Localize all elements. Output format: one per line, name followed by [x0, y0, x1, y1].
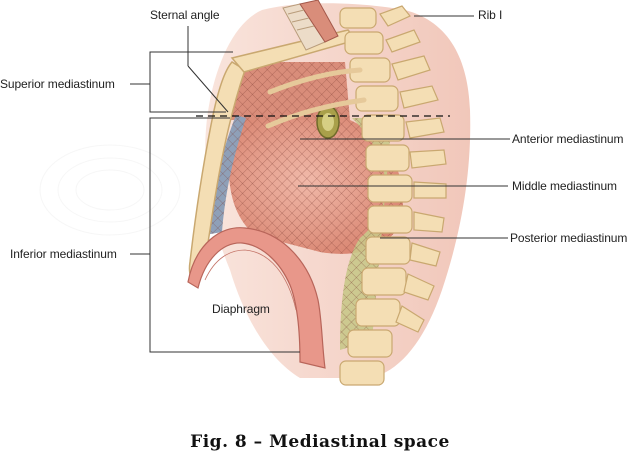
leader-lines [130, 15, 510, 255]
ribs [265, 67, 367, 129]
figure-caption: Fig. 8 – Mediastinal space [190, 432, 450, 452]
superior-mediastinum-label: Superior mediastinum [0, 77, 115, 91]
diaphragm-label: Diaphragm [212, 302, 270, 316]
inferior-mediastinum-bracket [149, 117, 300, 353]
diaphragm-muscle [187, 227, 326, 369]
sternal-angle-label: Sternal angle [150, 8, 220, 22]
background-watermark [39, 144, 181, 236]
inferior-mediastinum-label: Inferior mediastinum [10, 247, 117, 261]
posterior-mediastinum-label: Posterior mediastinum [510, 231, 628, 245]
superior-mediastinum-bracket [149, 51, 233, 113]
vertebral-column [339, 5, 447, 386]
anterior-mediastinum-label: Anterior mediastinum [512, 132, 624, 146]
middle-mediastinum-label: Middle mediastinum [512, 179, 617, 193]
trachea [282, 0, 339, 51]
rib-i-label: Rib I [478, 8, 503, 22]
